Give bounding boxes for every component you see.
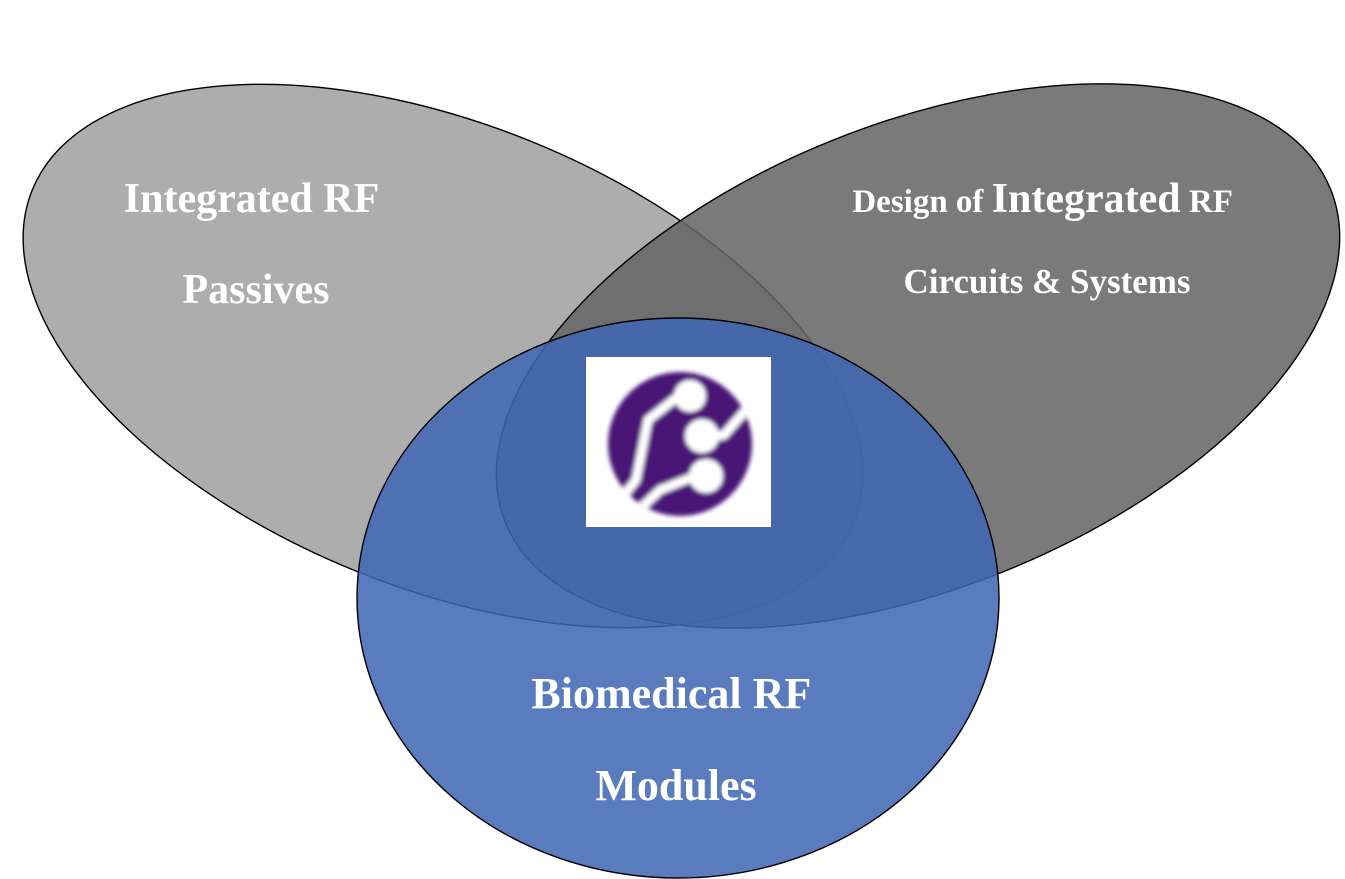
- label-passives-line2: Passives: [183, 267, 330, 313]
- logo-node-middle: [685, 419, 719, 453]
- logo-trace-upper: [615, 393, 681, 505]
- set-biomedical-ellipse: [356, 317, 1000, 879]
- label-biomedical-line2: Modules: [595, 761, 756, 810]
- label-biomedical-line1: Biomedical RF: [531, 669, 809, 718]
- label-passives-line1: Integrated RF: [124, 176, 378, 222]
- label-circuits-suffix: RF: [1181, 184, 1233, 220]
- label-circuits-main: Integrated: [992, 176, 1181, 222]
- label-circuits-line2: Circuits & Systems: [903, 262, 1190, 301]
- label-circuits: Design of Integrated RF Circuits & Syste…: [852, 176, 1241, 301]
- circuit-trace-logo-icon: [586, 357, 771, 527]
- logo-node-bottom: [689, 459, 723, 493]
- logo-node-top: [674, 380, 706, 412]
- label-passives: Integrated RF Passives: [124, 176, 388, 313]
- label-biomedical: Biomedical RF Modules: [531, 669, 820, 810]
- label-circuits-prefix: Design of: [852, 184, 991, 220]
